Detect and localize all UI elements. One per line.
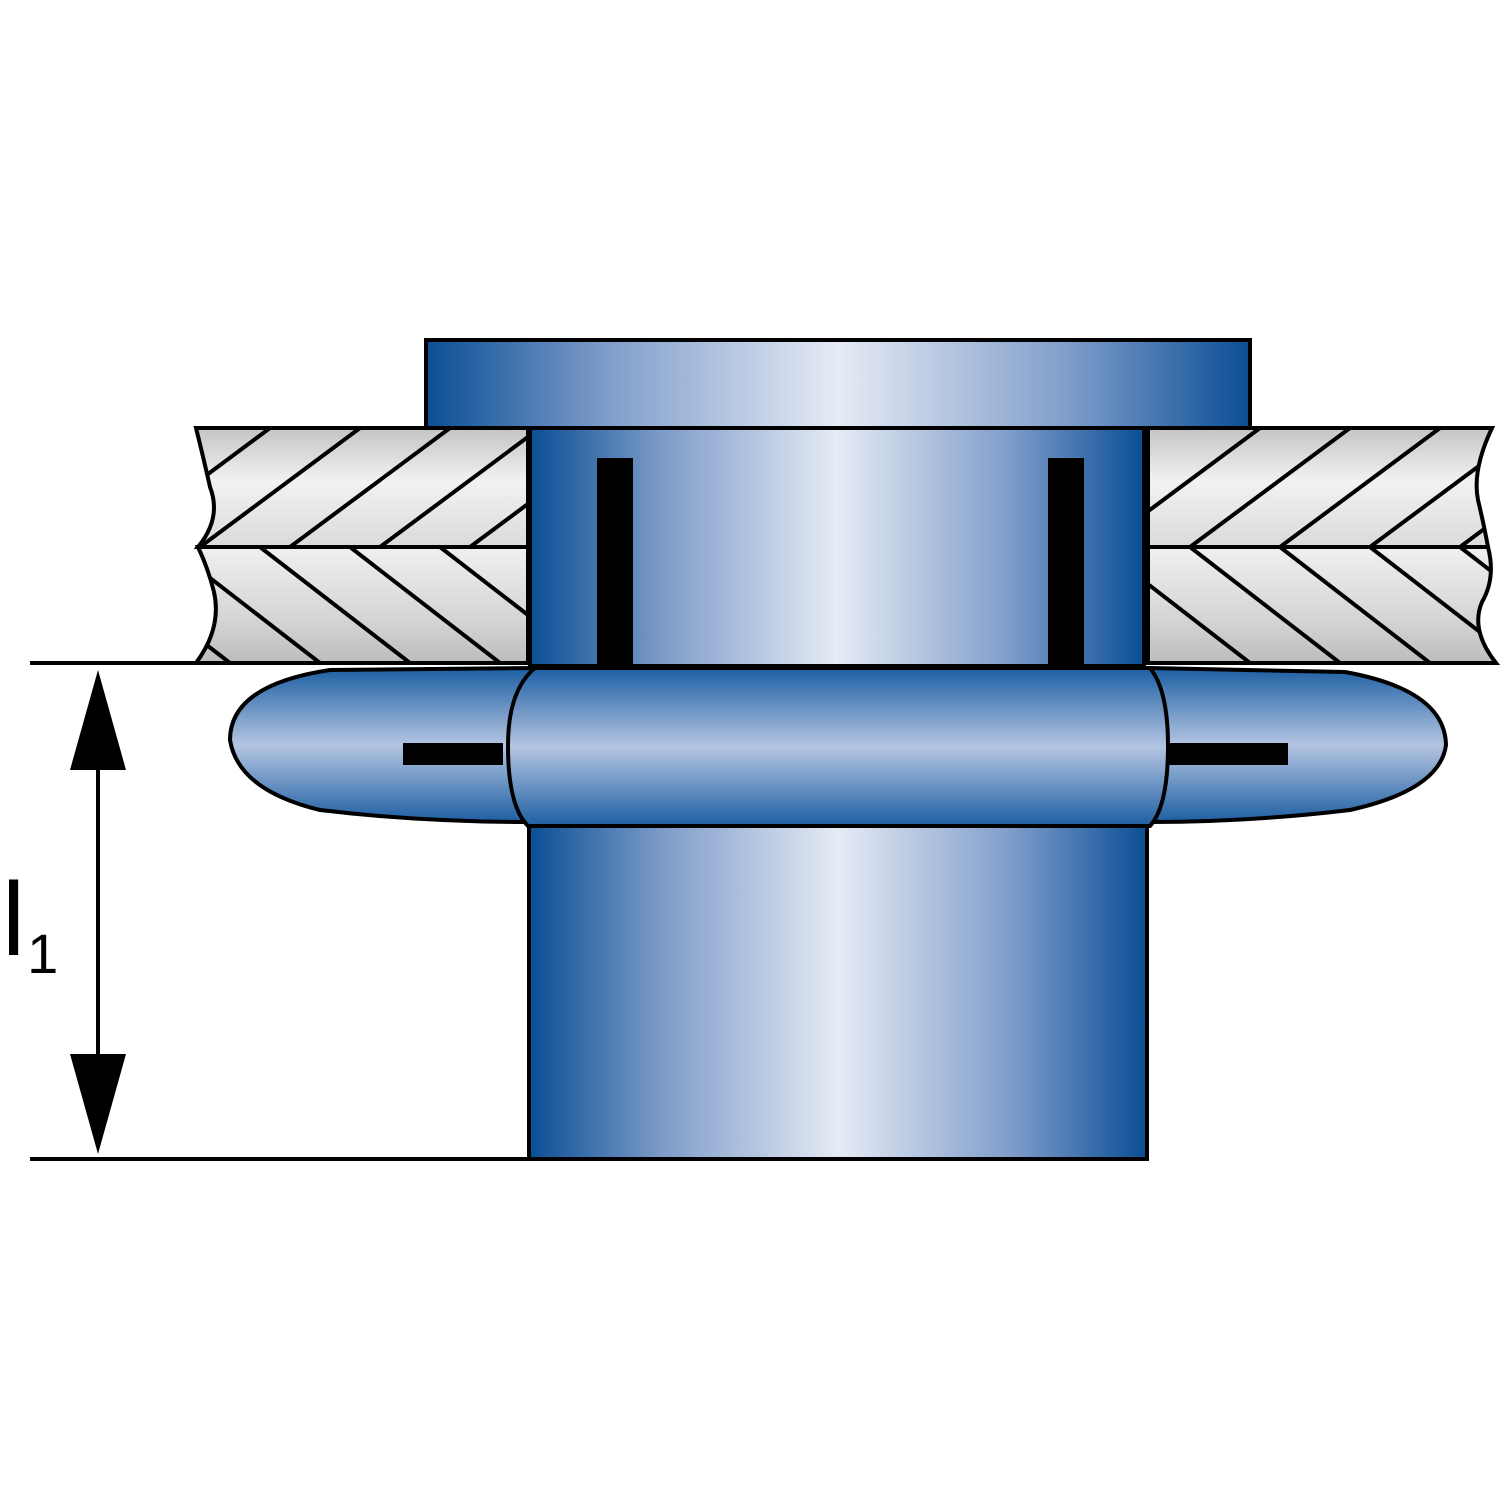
slot-left: [597, 458, 633, 666]
rivet-flange-head: [424, 338, 1252, 430]
bulge-slot-left: [403, 743, 503, 765]
slot-right: [1048, 458, 1084, 666]
dimension-subscript: 1: [27, 922, 59, 985]
dimension-arrow-down: [70, 1054, 126, 1154]
dimension-symbol: l: [2, 862, 26, 978]
bulge-center-ring: [505, 666, 1171, 828]
sheet-right-top-layer: [1146, 426, 1496, 549]
rivet-shank-lower: [527, 820, 1149, 1161]
dimension-arrow-up: [70, 670, 126, 770]
bulge-right-lobe: [1148, 665, 1449, 825]
dimension-label: l1: [2, 868, 58, 982]
bulge-left-lobe: [227, 665, 543, 825]
bulge-slot-right: [1166, 743, 1288, 765]
sheet-right-bottom-layer: [1146, 545, 1500, 665]
sheet-left-bottom-layer: [192, 545, 530, 665]
